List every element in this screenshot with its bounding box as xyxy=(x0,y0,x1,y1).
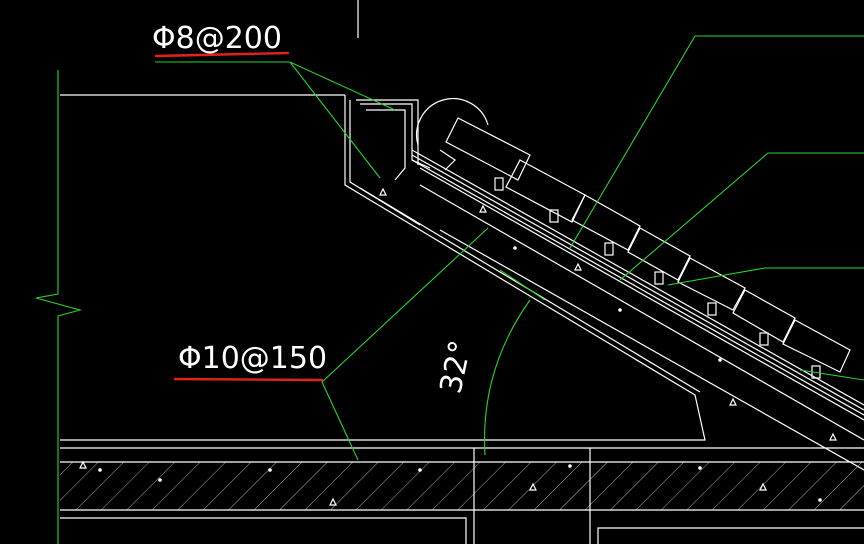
leader-lines xyxy=(155,35,864,461)
rebar-label-bottom: Φ10@150 xyxy=(178,341,327,376)
wall-break-line xyxy=(35,70,83,544)
angle-label: 32° xyxy=(434,337,479,396)
roof-tiles xyxy=(439,117,851,379)
ridge-cap xyxy=(416,98,489,146)
rebar-label-top-underline xyxy=(154,51,290,58)
roof-slope-layers xyxy=(411,149,864,471)
concrete-slab xyxy=(60,448,864,544)
rebar-label-top: Φ8@200 xyxy=(152,21,282,56)
rebar-label-bottom-underline xyxy=(173,377,324,382)
concrete-aggregate xyxy=(79,187,837,506)
angle-arc xyxy=(484,299,531,456)
